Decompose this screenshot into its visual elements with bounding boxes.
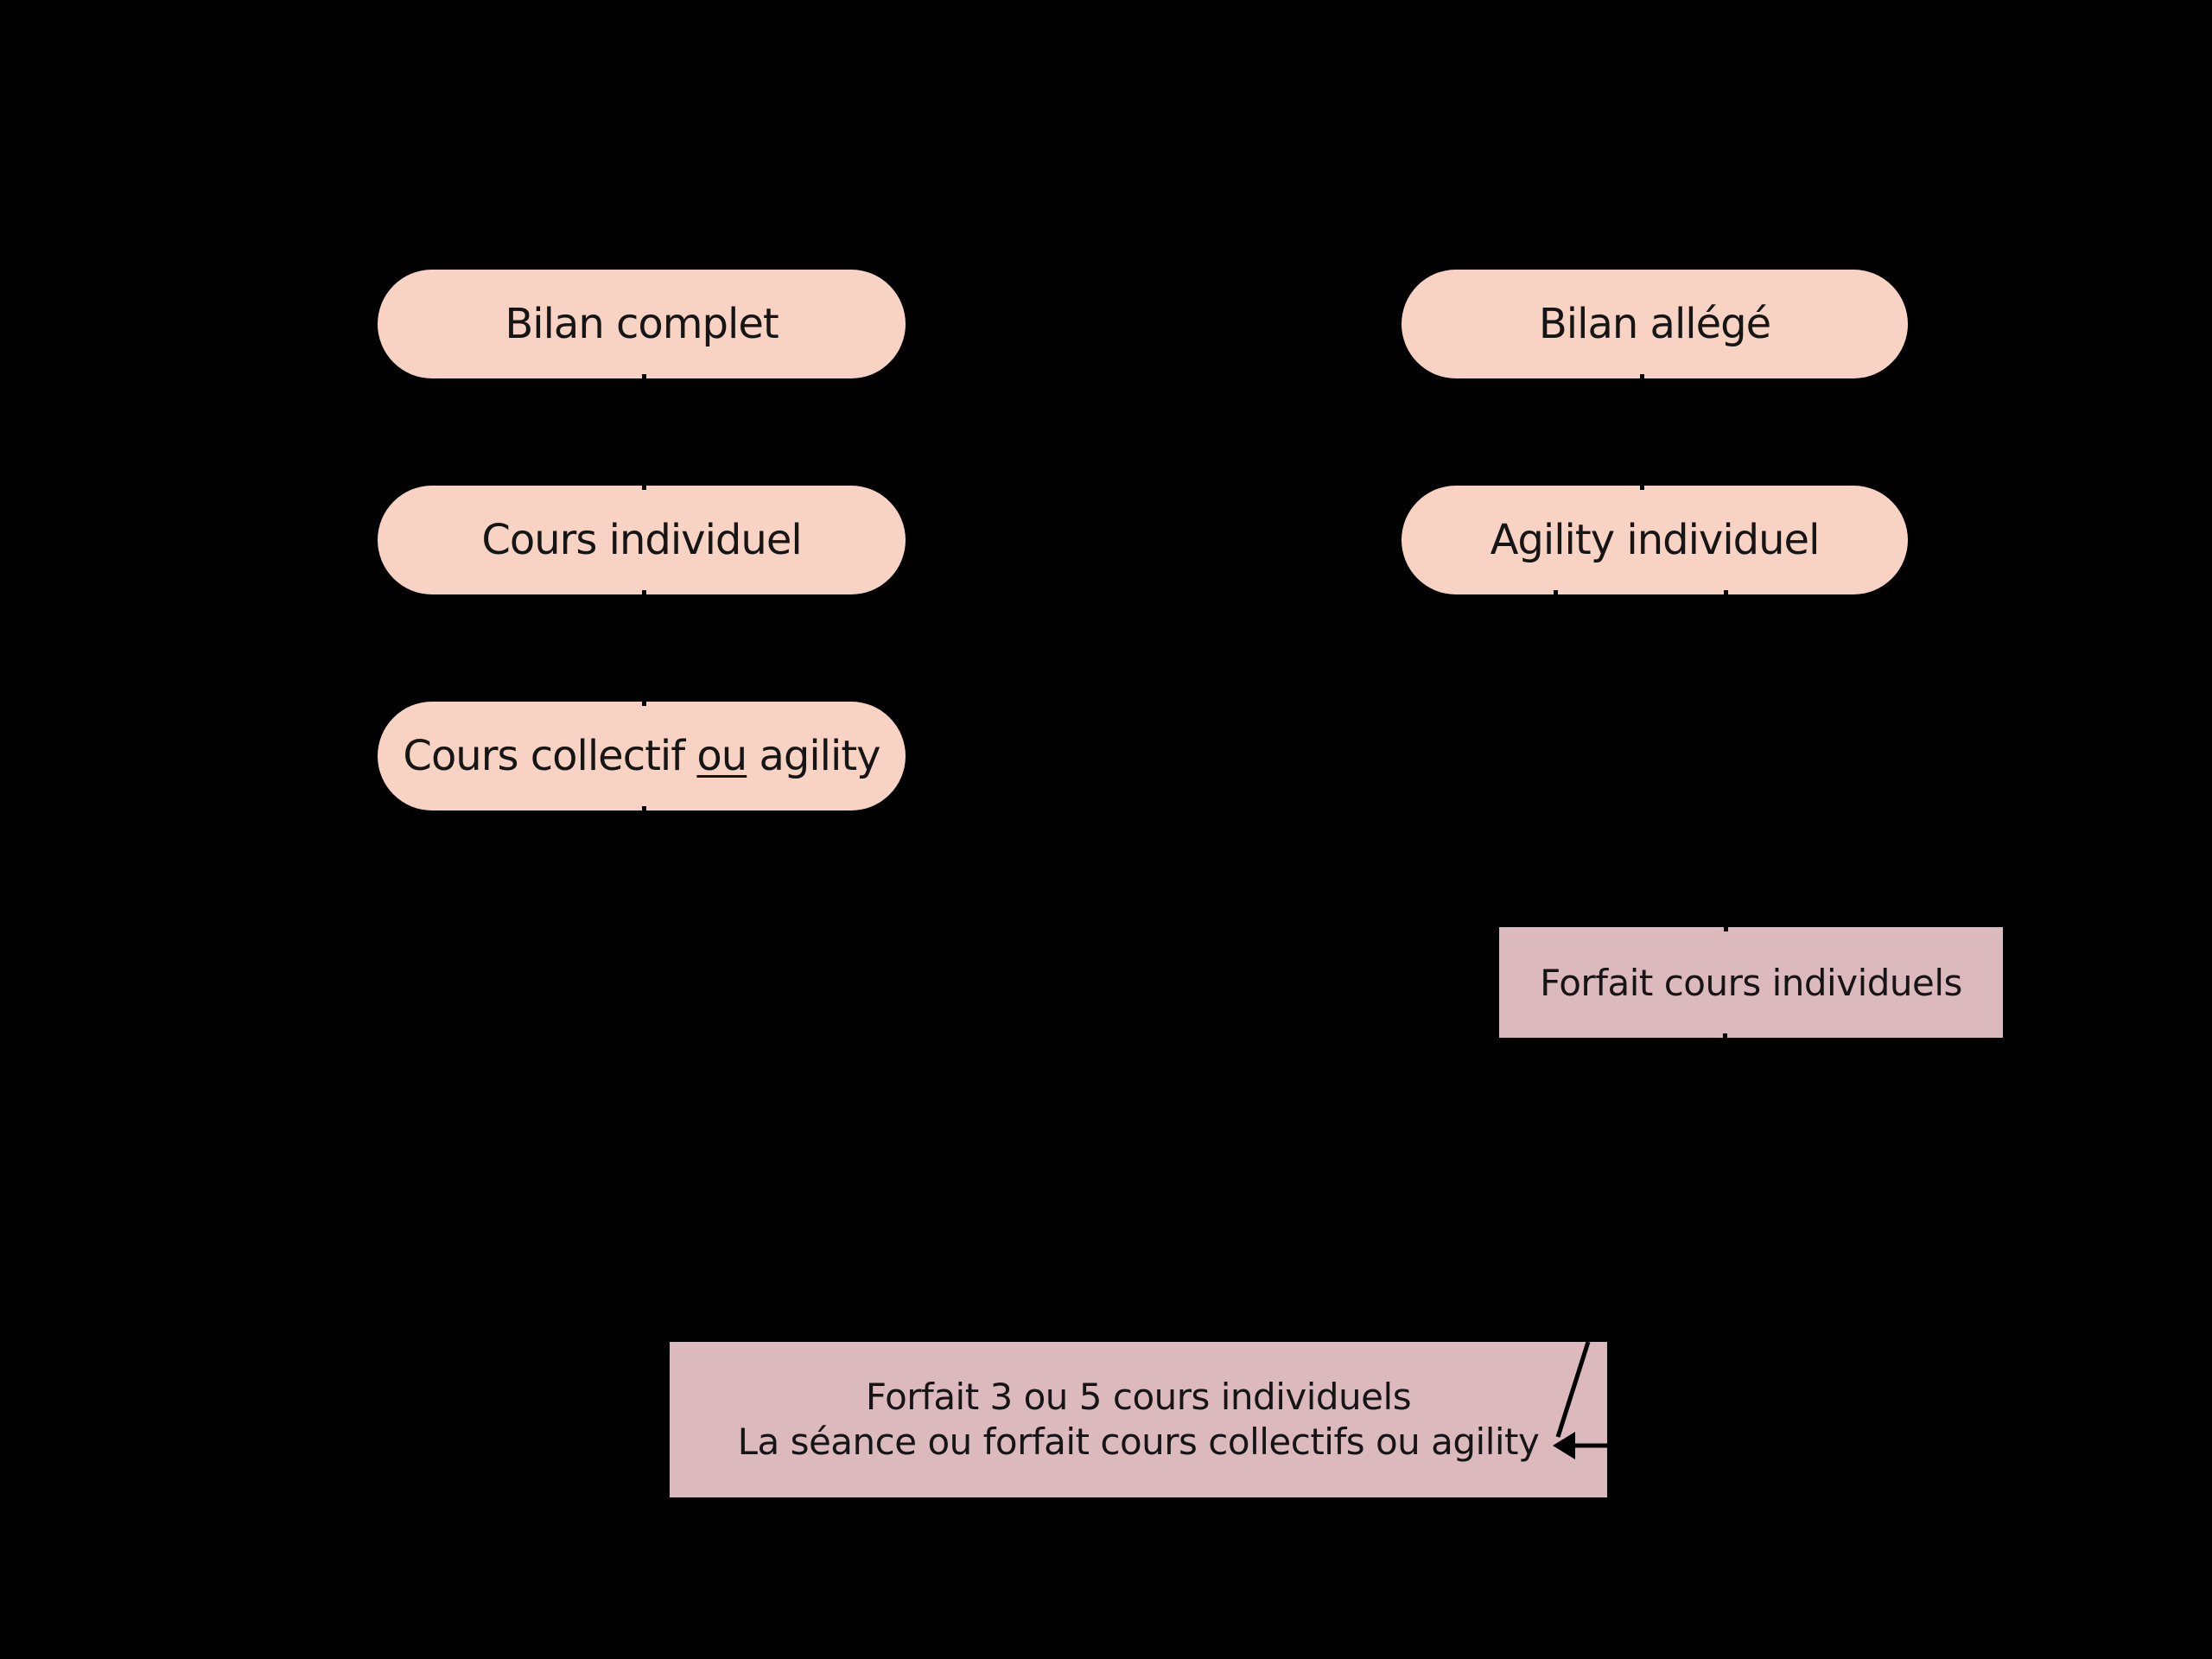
node-agility-individuel-label: Agility individuel: [1490, 516, 1821, 564]
node-cours-collectif-ou-agility: Cours collectif ou agility: [378, 702, 906, 810]
node-forfait-cours-individuels: Forfait cours individuels: [1499, 927, 2003, 1038]
connector-stub: [1640, 481, 1644, 490]
node-forfait-3-ou-5-line1: Forfait 3 ou 5 cours individuels: [865, 1375, 1412, 1418]
connector-stub: [642, 590, 646, 599]
node-cours-individuel: Cours individuel: [378, 486, 906, 594]
incoming-arrow-icon: [1553, 1342, 1607, 1459]
node-agility-individuel: Agility individuel: [1402, 486, 1908, 594]
node-forfait-cours-individuels-label: Forfait cours individuels: [1540, 961, 1962, 1004]
node-forfait-3-ou-5-line2: La séance ou forfait cours collectifs ou…: [737, 1421, 1540, 1463]
node-forfait-3-ou-5: Forfait 3 ou 5 cours individuels La séan…: [670, 1342, 1607, 1497]
node-bilan-complet: Bilan complet: [378, 270, 906, 378]
connector-stub: [642, 697, 646, 706]
node-cours-collectif-label: Cours collectif ou agility: [403, 732, 880, 780]
connector-stub: [1723, 1033, 1727, 1042]
connector-stub: [1724, 923, 1728, 931]
connector-stub: [1640, 374, 1644, 383]
node-cours-individuel-label: Cours individuel: [481, 516, 802, 564]
ou-underlined-word: ou: [696, 732, 747, 780]
connector-stub: [642, 374, 646, 383]
node-bilan-allege: Bilan allégé: [1402, 270, 1908, 378]
connector-stub: [1724, 590, 1728, 599]
node-bilan-complet-label: Bilan complet: [505, 300, 779, 348]
connector-stub: [1554, 590, 1558, 599]
node-bilan-allege-label: Bilan allégé: [1538, 300, 1771, 348]
connector-stub: [642, 806, 646, 815]
connector-stub: [642, 481, 646, 490]
